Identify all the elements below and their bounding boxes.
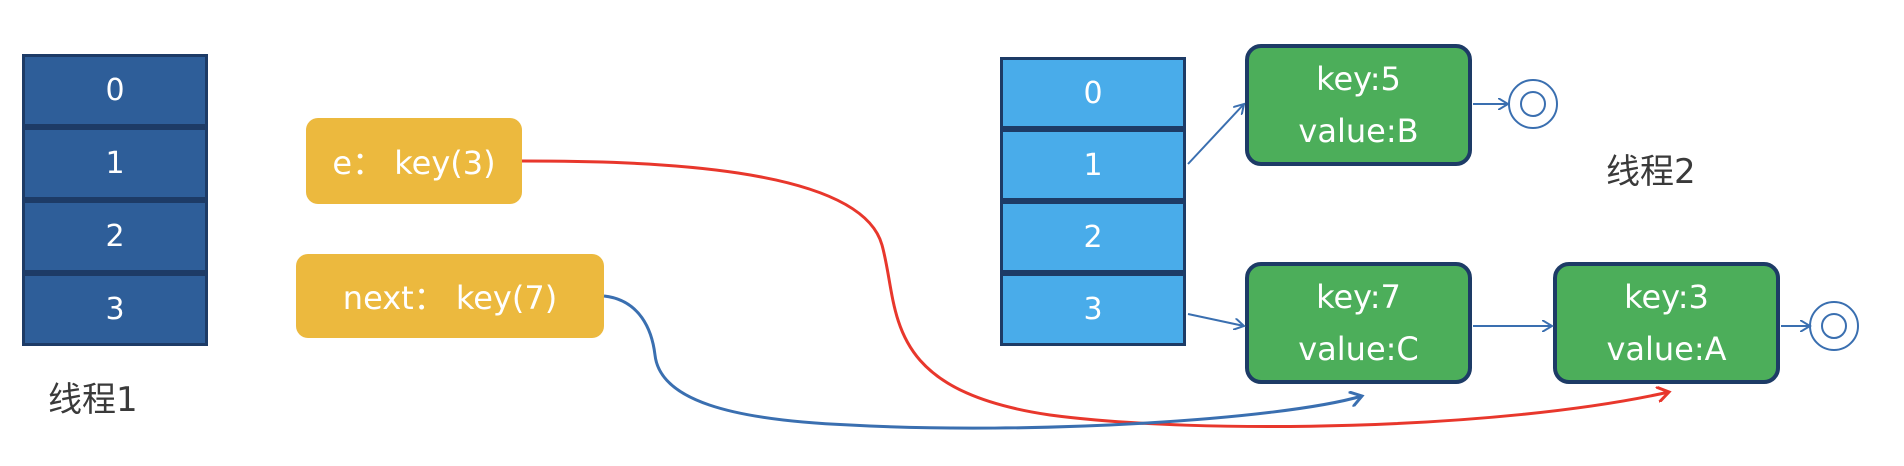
arrow-bucket1-to-key5 [1187,104,1244,165]
node-key7-key: key:7 [1316,278,1401,316]
node-key5: key:5 value:B [1245,44,1472,166]
thread1-bucket-3: 3 [22,273,208,346]
thread2-bucket-3: 3 [1000,273,1186,346]
node-key3-value: value:A [1606,330,1727,368]
arrow-bucket3-to-key7 [1187,313,1244,326]
node-key5-value: value:B [1298,112,1419,150]
node-key5-key: key:5 [1316,60,1401,98]
null-icon-2 [1809,301,1859,351]
thread2-label: 线程2 [1606,152,1696,192]
thread1-bucket-0: 0 [22,54,208,127]
arrow-next-to-key7 [603,294,1362,430]
null-icon-1 [1508,79,1558,129]
node-key7: key:7 value:C [1245,262,1472,384]
thread1-bucket-1: 1 [22,127,208,200]
thread1-bucket-2: 2 [22,200,208,273]
node-key3-key: key:3 [1624,278,1709,316]
thread2-bucket-1: 1 [1000,129,1186,201]
node-key3: key:3 value:A [1553,262,1780,384]
thread1-label: 线程1 [48,380,138,420]
arrow-e-to-key3 [521,159,1669,429]
thread2-bucket-2: 2 [1000,201,1186,273]
thread2-bucket-0: 0 [1000,57,1186,129]
node-key7-value: value:C [1298,330,1419,368]
pointer-next: next： key(7) [296,254,604,338]
pointer-e: e： key(3) [306,118,522,204]
